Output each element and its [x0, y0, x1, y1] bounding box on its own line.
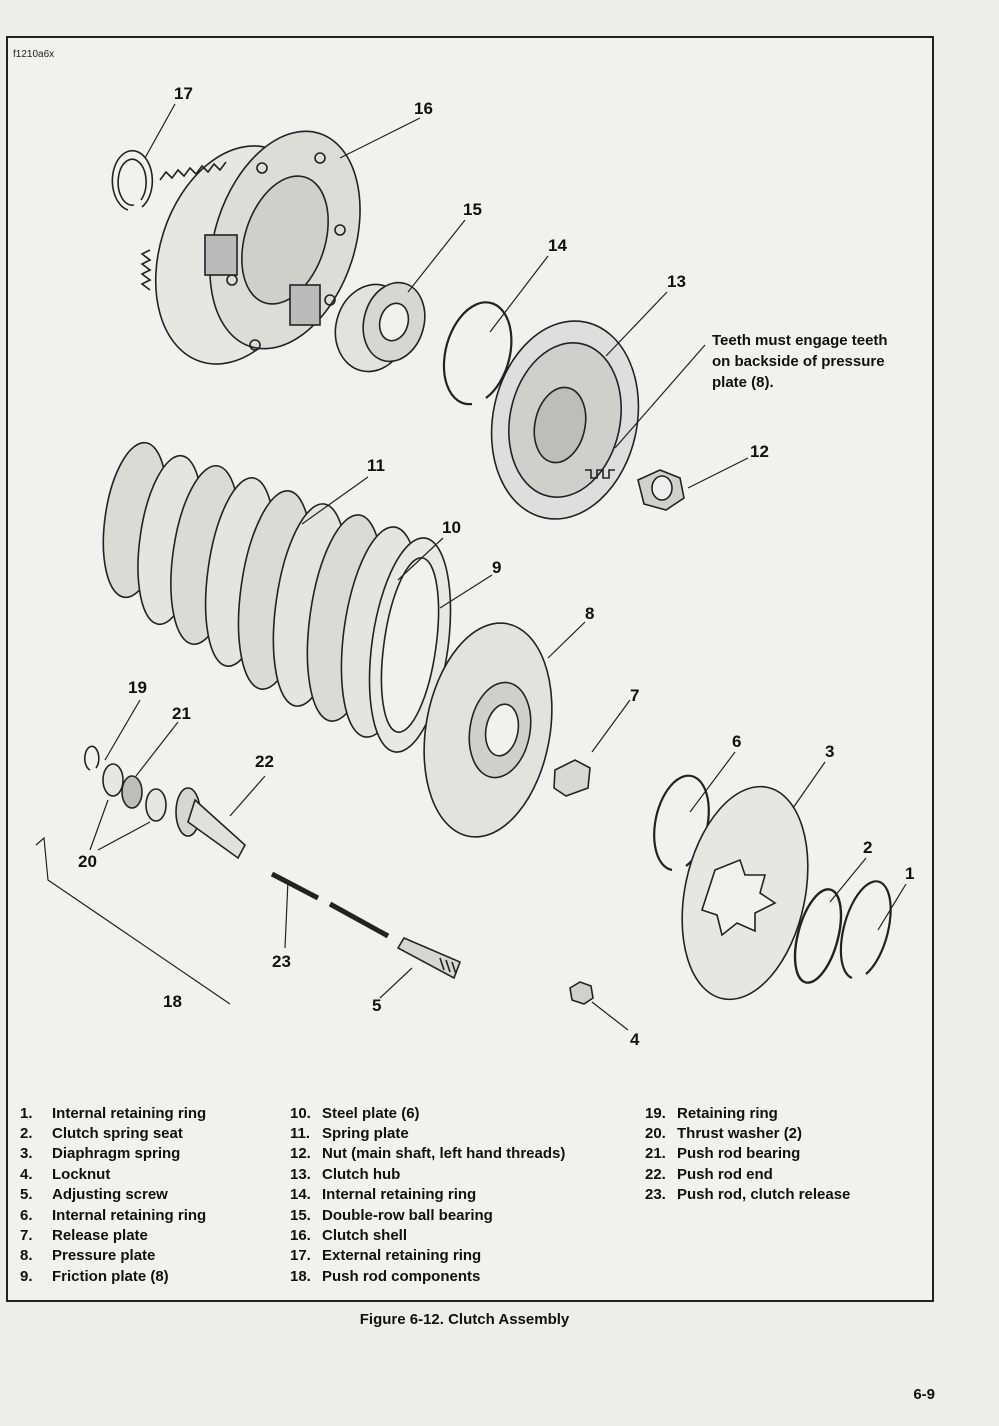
callout-8: 8 [585, 604, 595, 623]
legend-item: 6.Internal retaining ring [20, 1206, 207, 1224]
callout-19: 19 [128, 678, 147, 697]
callout-1: 1 [905, 864, 915, 883]
legend-item: 19.Retaining ring [645, 1104, 778, 1122]
clutch-shell-drawing [140, 130, 361, 365]
internal-retaining-ring-14-drawing [442, 301, 513, 406]
legend-item: 17.External retaining ring [290, 1247, 482, 1265]
clutch-plate-stack-drawing [102, 441, 452, 753]
callout-23: 23 [272, 952, 291, 971]
external-retaining-ring-drawing [111, 149, 154, 211]
callout-17: 17 [174, 84, 193, 103]
callout-21: 21 [172, 704, 191, 723]
callout-9: 9 [492, 558, 502, 577]
legend-item: 23.Push rod, clutch release [645, 1186, 851, 1204]
legend-item: 7.Release plate [20, 1227, 148, 1245]
legend-item: 3.Diaphragm spring [20, 1145, 181, 1163]
release-plate-drawing [553, 759, 591, 797]
legend-item: 14.Internal retaining ring [290, 1186, 477, 1204]
legend-item: 20.Thrust washer (2) [645, 1125, 803, 1143]
pressure-plate-drawing [423, 622, 553, 838]
legend-item: 13.Clutch hub [290, 1165, 401, 1183]
thrust-washer-drawing [102, 763, 124, 797]
teeth-engagement-note: Teeth must engage teeth on backside of p… [712, 332, 888, 391]
callout-6: 6 [732, 732, 742, 751]
callout-11: 11 [367, 456, 385, 475]
legend-column-1: 1.Internal retaining ring 2.Clutch sprin… [20, 1103, 206, 1287]
callout-7: 7 [630, 686, 640, 705]
legend-item: 5.Adjusting screw [20, 1186, 168, 1204]
callout-22: 22 [255, 752, 274, 771]
callout-3: 3 [825, 742, 835, 761]
legend-column-2: 10.Steel plate (6) 11.Spring plate 12.Nu… [290, 1103, 565, 1287]
retaining-ring-19-drawing [84, 745, 100, 771]
callout-13: 13 [667, 272, 686, 291]
callout-14: 14 [548, 236, 567, 255]
callout-16: 16 [414, 99, 433, 118]
page-number: 6-9 [913, 1386, 935, 1403]
push-rod-drawing [270, 871, 390, 939]
legend-item: 22.Push rod end [645, 1165, 773, 1183]
legend-item: 8.Pressure plate [20, 1247, 156, 1265]
callout-12: 12 [750, 442, 769, 461]
mainshaft-nut-drawing [637, 469, 685, 511]
callout-2: 2 [863, 838, 873, 857]
legend-item: 1.Internal retaining ring [20, 1104, 207, 1122]
callout-20: 20 [78, 852, 97, 871]
figure-id: f1210a6x [13, 49, 55, 60]
legend-item: 18.Push rod components [290, 1267, 481, 1285]
callout-15: 15 [463, 200, 482, 219]
legend-item: 9.Friction plate (8) [20, 1267, 169, 1285]
adjusting-screw-drawing [396, 936, 462, 980]
callout-4: 4 [630, 1030, 640, 1049]
legend-item: 4.Locknut [20, 1165, 111, 1183]
leader-lines [35, 103, 907, 1031]
legend-item: 11.Spring plate [290, 1125, 409, 1143]
diaphragm-spring-drawing [681, 785, 809, 1001]
double-row-ball-bearing-drawing [334, 281, 426, 373]
legend-item: 2.Clutch spring seat [20, 1125, 183, 1143]
thrust-washer-drawing [145, 788, 167, 822]
locknut-drawing [569, 981, 594, 1005]
legend-item: 15.Double-row ball bearing [290, 1206, 493, 1224]
push-rod-end-drawing [175, 787, 247, 860]
clutch-hub-drawing [490, 320, 640, 520]
callout-5: 5 [372, 996, 382, 1015]
figure-caption: Figure 6-12. Clutch Assembly [359, 1311, 570, 1328]
push-rod-bearing-drawing [121, 775, 143, 809]
callout-10: 10 [442, 518, 461, 537]
callout-18: 18 [163, 992, 182, 1011]
internal-retaining-ring-1-drawing [839, 880, 892, 980]
legend-item: 10.Steel plate (6) [290, 1104, 420, 1122]
legend-item: 16.Clutch shell [290, 1227, 408, 1245]
legend-item: 12.Nut (main shaft, left hand threads) [290, 1145, 566, 1163]
clutch-spring-seat-drawing [793, 888, 843, 984]
legend-item: 21.Push rod bearing [645, 1145, 801, 1163]
legend-column-3: 19.Retaining ring 20.Thrust washer (2) 2… [645, 1103, 850, 1205]
